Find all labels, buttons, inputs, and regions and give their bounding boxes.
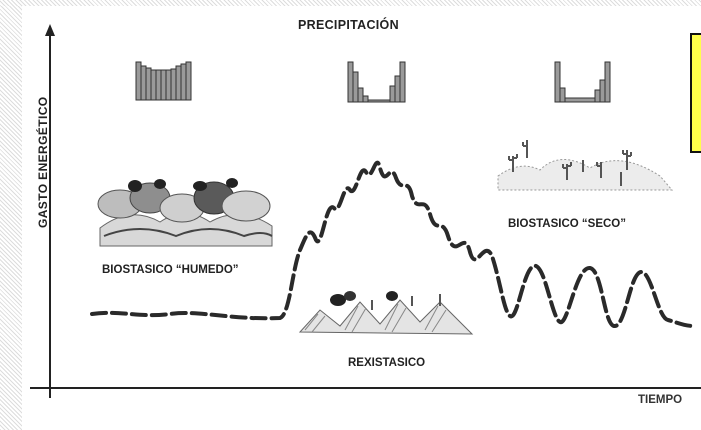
y-axis-label: GASTO ENERGÉTICO (36, 96, 50, 228)
left-texture-border (0, 0, 22, 430)
highlight-box (690, 33, 701, 153)
precipitation-bars-transition-icon (347, 61, 406, 103)
precipitation-title: PRECIPITACIÓN (298, 18, 399, 32)
x-axis-label: TIEMPO (638, 394, 683, 406)
axes (30, 24, 701, 398)
humid-stage-label: BIOSTASICO “HUMEDO” (102, 264, 239, 276)
vegetation-humid-icon (97, 178, 273, 247)
y-axis-arrow (45, 24, 55, 36)
precipitation-bars-dry-icon (554, 61, 611, 103)
cactus-dry-icon (497, 140, 674, 191)
vegetation-rexistasy-icon (298, 291, 474, 335)
precipitation-bars-humid-icon (135, 61, 192, 101)
top-texture-border (0, 0, 701, 6)
dry-stage-label: BIOSTASICO “SECO” (508, 218, 626, 230)
rexistasy-stage-label: REXISTASICO (348, 357, 426, 369)
energy-curve (90, 160, 696, 328)
